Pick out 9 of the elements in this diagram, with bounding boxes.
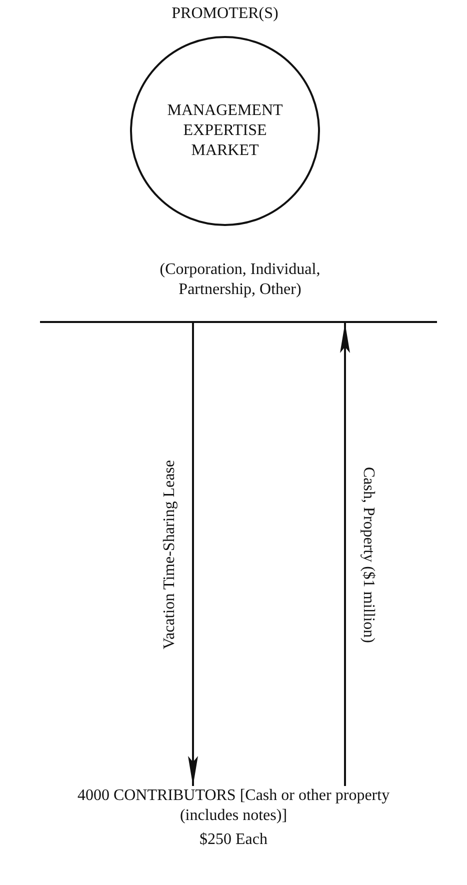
node-heading: PROMOTER(S)	[170, 4, 280, 24]
node-label: 4000 CONTRIBUTORS [Cash or other property (includes notes)]	[76, 786, 391, 826]
arrow	[188, 323, 198, 786]
edge-label: Vacation Time-Sharing Lease	[160, 460, 179, 650]
edge-label: Cash, Property ($1 million)	[359, 466, 378, 642]
node-label: $250 Each	[198, 830, 268, 850]
node-label: MANAGEMENT EXPERTISE MARKET	[166, 101, 284, 161]
node-label: (Corporation, Individual, Partnership, Other)	[158, 260, 322, 300]
arrow	[340, 323, 350, 786]
